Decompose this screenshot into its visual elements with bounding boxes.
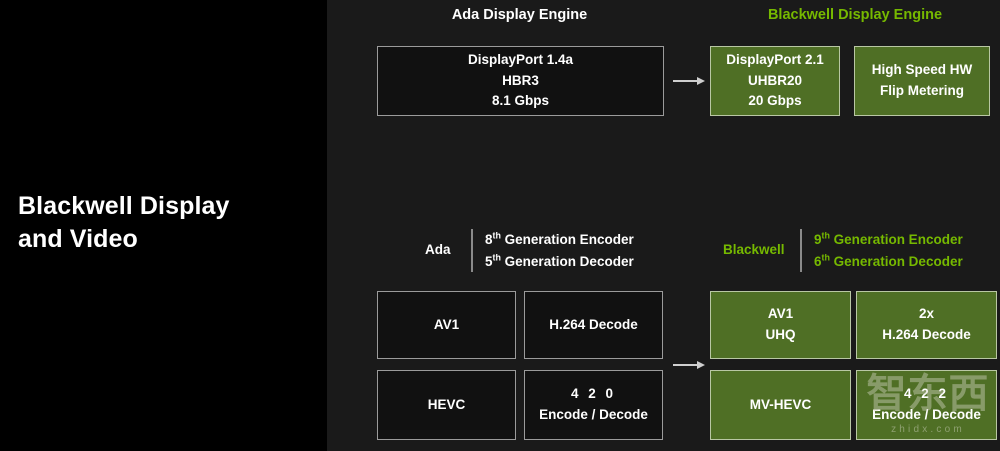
- page-title: Blackwell Display and Video: [18, 190, 318, 256]
- blackwell-displayport-box[interactable]: DisplayPort 2.1 UHBR20 20 Gbps: [710, 46, 840, 116]
- ada-encoder-text: Generation Encoder: [500, 232, 634, 247]
- blackwell-422-line-2: Encode / Decode: [872, 407, 981, 422]
- blackwell-encoder-ordinal: 9: [814, 232, 822, 247]
- blackwell-displayport-line-1: DisplayPort 2.1: [726, 52, 824, 68]
- ada-generation-decoder: 5th Generation Decoder: [485, 251, 634, 273]
- ada-h264-decode-line-1: H.264 Decode: [549, 316, 638, 332]
- blackwell-av1-uhq-box[interactable]: AV1 UHQ: [710, 291, 851, 359]
- blackwell-flip-metering-line-2: Flip Metering: [880, 83, 964, 98]
- blackwell-2x-h264-line-1: 2x: [918, 306, 935, 322]
- arrow-shaft: [673, 80, 697, 82]
- blackwell-flip-metering-box[interactable]: High Speed HW Flip Metering: [854, 46, 990, 116]
- ada-av1-line-1: AV1: [433, 316, 460, 332]
- ada-display-engine-heading: Ada Display Engine: [451, 7, 588, 23]
- page-title-line-2: and Video: [18, 225, 138, 253]
- blackwell-2x-h264-line-2: H.264 Decode: [882, 327, 971, 342]
- display-engine-arrow-icon: [673, 75, 705, 87]
- blackwell-422-line-1: 4 2 2: [903, 386, 950, 402]
- ada-generation-list: 8th Generation Encoder 5th Generation De…: [485, 229, 634, 273]
- page-title-line-1: Blackwell Display: [18, 192, 230, 220]
- blackwell-flip-metering-line-1: High Speed HW: [871, 62, 973, 78]
- blackwell-generation-list: 9th Generation Encoder 6th Generation De…: [814, 229, 963, 273]
- arrow-head: [697, 77, 705, 85]
- blackwell-decoder-text: Generation Decoder: [829, 253, 963, 269]
- ada-h264-decode-box[interactable]: H.264 Decode: [524, 291, 663, 359]
- blackwell-displayport-line-2: UHBR20: [747, 72, 802, 88]
- ada-hevc-line-1: HEVC: [427, 396, 466, 412]
- ada-displayport-line-3: 8.1 Gbps: [491, 93, 550, 109]
- blackwell-generation-divider: [800, 229, 802, 272]
- ada-decoder-ordinal-suffix: th: [492, 252, 501, 263]
- blackwell-generation-decoder: 6th Generation Decoder: [814, 251, 963, 273]
- ada-displayport-box[interactable]: DisplayPort 1.4a HBR3 8.1 Gbps: [377, 46, 664, 116]
- video-engine-arrow-icon: [673, 359, 705, 371]
- blackwell-decoder-ordinal-suffix: th: [821, 252, 830, 263]
- title-panel: Blackwell Display and Video: [0, 0, 327, 451]
- blackwell-mv-hevc-box[interactable]: MV-HEVC: [710, 370, 851, 440]
- ada-encoder-ordinal-suffix: th: [492, 230, 501, 241]
- blackwell-decoder-ordinal: 6: [814, 253, 822, 269]
- blackwell-display-engine-heading: Blackwell Display Engine: [767, 7, 943, 23]
- blackwell-encoder-text: Generation Encoder: [829, 232, 963, 247]
- ada-generation-encoder: 8th Generation Encoder: [485, 229, 634, 251]
- blackwell-mv-hevc-line-1: MV-HEVC: [749, 396, 812, 412]
- arrow-head: [697, 361, 705, 369]
- blackwell-av1-uhq-line-1: AV1: [767, 306, 794, 322]
- ada-decoder-text: Generation Decoder: [500, 253, 634, 269]
- ada-hevc-box[interactable]: HEVC: [377, 370, 516, 440]
- blackwell-video-label: Blackwell: [723, 242, 785, 257]
- ada-displayport-line-1: DisplayPort 1.4a: [467, 52, 574, 68]
- blackwell-2x-h264-decode-box[interactable]: 2x H.264 Decode: [856, 291, 997, 359]
- blackwell-av1-uhq-line-2: UHQ: [765, 327, 796, 342]
- ada-decoder-ordinal: 5: [485, 253, 493, 269]
- ada-generation-divider: [471, 229, 473, 272]
- blackwell-422-box[interactable]: 4 2 2 Encode / Decode: [856, 370, 997, 440]
- ada-420-box[interactable]: 4 2 0 Encode / Decode: [524, 370, 663, 440]
- arrow-shaft: [673, 364, 697, 366]
- ada-av1-box[interactable]: AV1: [377, 291, 516, 359]
- ada-420-line-2: Encode / Decode: [539, 407, 648, 422]
- content-panel: Ada Display Engine Blackwell Display Eng…: [327, 0, 1000, 451]
- ada-420-line-1: 4 2 0: [570, 386, 617, 402]
- ada-encoder-ordinal: 8: [485, 232, 493, 247]
- ada-displayport-line-2: HBR3: [502, 72, 539, 88]
- blackwell-displayport-line-3: 20 Gbps: [748, 93, 802, 109]
- blackwell-generation-encoder: 9th Generation Encoder: [814, 229, 963, 251]
- ada-video-label: Ada: [425, 242, 451, 257]
- blackwell-encoder-ordinal-suffix: th: [821, 230, 830, 241]
